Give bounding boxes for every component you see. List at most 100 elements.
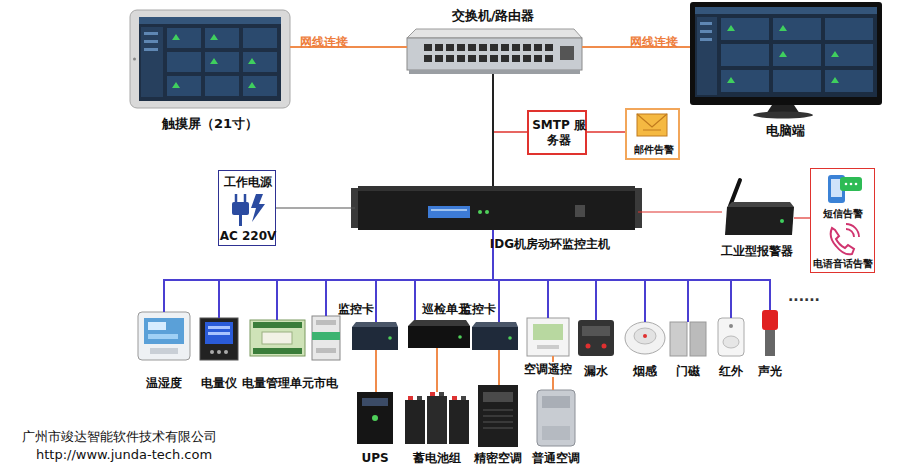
node-label: 空调遥控 <box>523 362 573 377</box>
battery-pack <box>417 396 422 400</box>
mail-link <box>587 131 625 133</box>
sound-light-device: 声光 <box>762 310 778 356</box>
ups-device <box>357 392 393 444</box>
ordinary-air-conditioner <box>542 426 570 440</box>
host-device-art <box>575 205 585 217</box>
switch-art <box>407 29 582 38</box>
touch-screen-art <box>205 52 239 72</box>
monitoring-host: IDG机房动环监控主机 <box>355 186 638 230</box>
monitor-card-device <box>508 336 512 340</box>
monitor-card: 监控卡 <box>352 322 398 350</box>
power-meter <box>208 332 230 335</box>
precision-air-conditioner <box>483 416 513 417</box>
ordinary-air-conditioner <box>537 390 575 446</box>
door-sensor <box>670 322 706 356</box>
power-meter <box>200 318 238 360</box>
ups-device: UPS <box>357 392 393 444</box>
alarm-device-art <box>725 180 794 235</box>
switch-router: 交换机/路由器 <box>407 30 582 74</box>
touch-screen-art <box>205 76 239 96</box>
mains-module <box>312 332 340 340</box>
touch-screen-art <box>144 48 158 51</box>
uplink-line <box>492 74 494 186</box>
host-device-art <box>431 209 467 211</box>
touch-screen-art <box>243 52 277 72</box>
monitor-card-device <box>352 322 398 327</box>
alert-icons <box>810 168 875 273</box>
monitor-card: 监控卡 <box>472 322 518 350</box>
host-device-art <box>485 210 489 214</box>
power-plug-icon <box>239 215 242 226</box>
touch-screen-art <box>133 58 136 61</box>
monitor-card-device <box>388 336 392 340</box>
ups-device <box>372 415 378 421</box>
power-plug-icon <box>251 194 265 222</box>
mains-module <box>312 316 340 360</box>
alarm-device-art <box>727 202 794 207</box>
battery-pack <box>405 400 425 444</box>
battery-device: 蓄电池组 <box>405 392 469 444</box>
touch-screen-art <box>130 10 290 108</box>
battery-pack <box>405 392 469 444</box>
switch-art <box>523 55 531 62</box>
smtp-server-box: SMTP 服务器 <box>527 110 587 155</box>
power-plug-icon <box>244 194 247 202</box>
switch-art <box>435 55 443 62</box>
smoke-detector <box>634 328 656 344</box>
ups-device <box>362 398 388 406</box>
switch-art <box>424 44 553 62</box>
alarm-link <box>794 217 810 218</box>
node-label: 工作电源 <box>224 175 272 190</box>
leak-sensor <box>578 320 614 356</box>
mail-icon <box>625 108 680 160</box>
node-label: 邮件告警 <box>634 144 674 157</box>
sound-light-alarm <box>762 310 778 330</box>
monitor-art <box>697 17 717 95</box>
mail-icon <box>637 114 667 127</box>
monitor-art <box>721 44 769 66</box>
bus-line <box>219 230 493 318</box>
power-management-unit <box>253 322 302 328</box>
monitor-card-device <box>472 322 518 350</box>
sound-light-alarm <box>762 310 778 356</box>
smoke-detector <box>625 322 665 354</box>
precision-air-conditioner <box>483 422 513 423</box>
power-meter <box>210 350 214 354</box>
mail-icon <box>643 130 661 131</box>
power-line <box>276 207 355 208</box>
power-management-unit <box>250 320 305 356</box>
node-label: 触摸屏（21寸） <box>162 116 258 132</box>
mains-module <box>312 316 340 360</box>
node-label: 烟感 <box>633 364 657 379</box>
monitor-art <box>825 18 873 40</box>
ac-remote-device: 空调遥控 <box>527 318 569 356</box>
switch-art <box>560 46 574 60</box>
touch-screen-art <box>243 28 277 48</box>
continuation-dots: ...... <box>788 288 820 304</box>
company-name: 广州市竣达智能软件技术有限公司 <box>22 428 217 446</box>
mains-module <box>316 320 336 325</box>
monitor-art <box>773 44 821 66</box>
host-device-art <box>358 186 635 191</box>
switch-art <box>446 44 454 51</box>
node-label: 声光 <box>758 364 782 379</box>
temperature-humidity-sensor <box>144 318 184 344</box>
monitor-art <box>695 7 877 14</box>
ordinary-air-conditioner <box>537 390 575 446</box>
monitor-art <box>700 38 712 41</box>
monitor-art <box>727 25 839 83</box>
alert-icons <box>840 177 862 191</box>
switch-art <box>457 44 465 51</box>
power-unit-device: 电量管理单元 <box>250 320 305 356</box>
touch-screen-art <box>167 52 201 72</box>
mail-link <box>493 74 527 132</box>
monitor-art <box>773 70 821 92</box>
battery-pack <box>452 396 457 400</box>
battery-pack <box>408 396 413 400</box>
battery-pack <box>461 396 466 400</box>
host-device-art <box>351 186 642 230</box>
touch-screen-art <box>130 10 290 108</box>
power-management-unit <box>250 320 305 356</box>
infrared-sensor <box>723 336 739 348</box>
